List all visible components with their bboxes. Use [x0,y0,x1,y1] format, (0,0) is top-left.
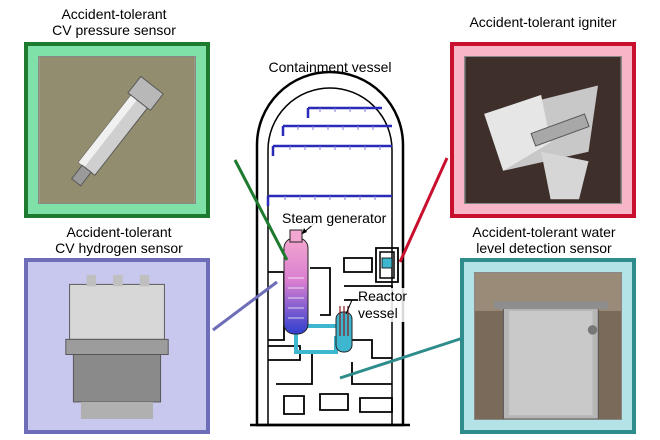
pressure-sensor-caption: Accident-tolerant CV pressure sensor [52,6,176,38]
containment-title: Containment vessel [268,59,392,75]
pressure-sensor-photo [38,56,196,204]
hydrogen-sensor-photo [38,272,196,420]
spray-nozzles [284,108,381,200]
leader-pressure [233,159,289,261]
leader-igniter [398,157,449,263]
hydrogen-sensor-frame [24,258,210,434]
leader-water [339,336,464,380]
igniter-caption: Accident-tolerant igniter [469,14,617,30]
hydrogen-sensor-caption: Accident-tolerant CV hydrogen sensor [55,224,183,256]
water-level-sensor-frame [460,258,636,434]
igniter-photo [464,56,622,204]
pressure-sensor-frame [24,42,210,218]
water-level-sensor-caption: Accident-tolerant water level detection … [472,224,616,256]
containment-inner-outline [267,87,393,426]
spray-headers [266,106,392,206]
steam-generator-label: Steam generator [282,210,387,226]
steam-generator-shape [283,237,309,335]
leader-hydrogen [212,280,278,332]
igniter-frame [450,42,636,218]
reactor-vessel-label: Reactor vessel [358,288,408,322]
water-level-sensor-photo [474,272,622,420]
containment-outline [255,70,405,427]
